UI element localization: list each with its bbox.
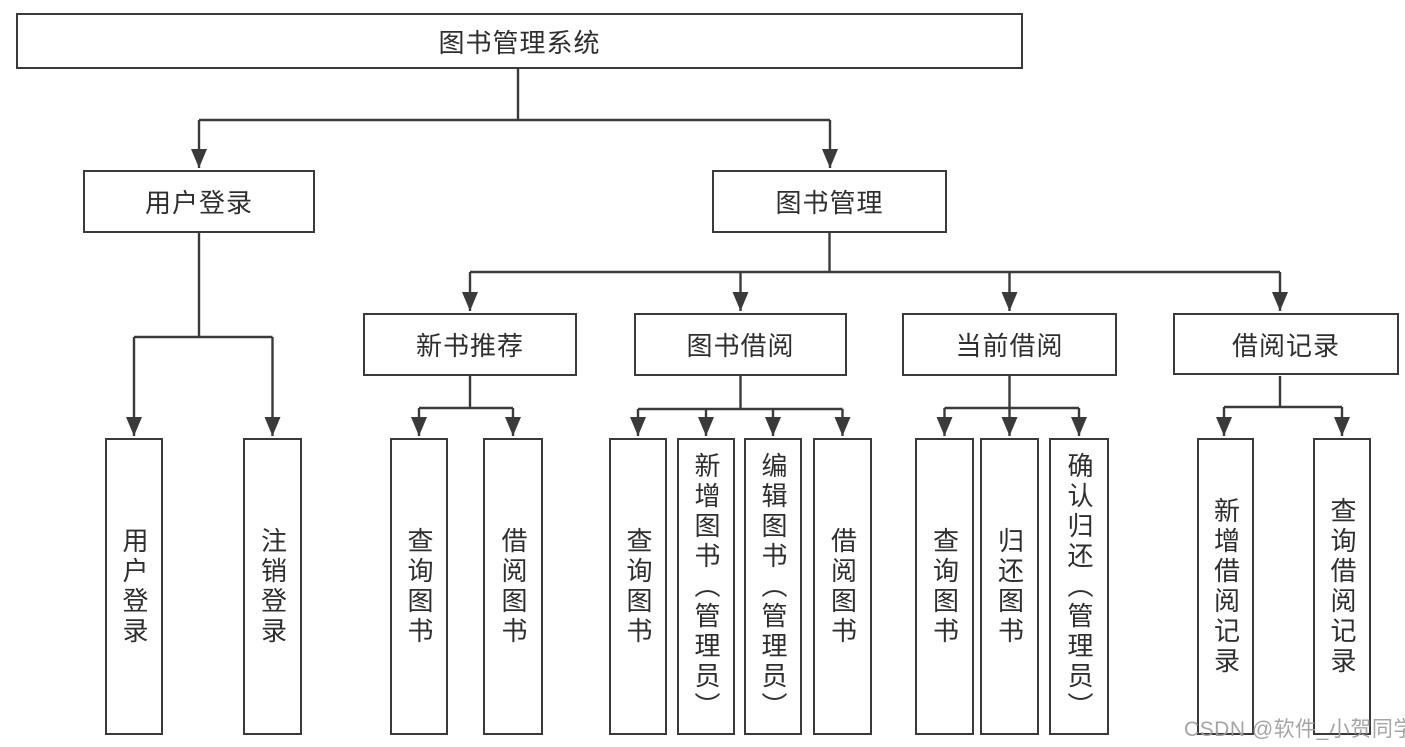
node-borrowing-records: 借阅记录	[1173, 313, 1399, 375]
leaf-label: 确认归还（管理员）	[1064, 451, 1094, 722]
leaf-label: 注销登录	[257, 526, 288, 647]
leaf-query-books-borrow: 查询图书	[609, 438, 667, 735]
leaf-label: 查询借阅记录	[1327, 496, 1357, 677]
node-current-borrowing: 当前借阅	[902, 313, 1117, 376]
leaf-query-borrow-record: 查询借阅记录	[1313, 438, 1371, 735]
node-label: 图书管理系统	[438, 27, 601, 58]
leaf-add-borrow-record: 新增借阅记录	[1197, 438, 1254, 735]
leaf-label: 新增图书（管理员）	[691, 451, 721, 722]
leaf-label: 用户登录	[119, 526, 149, 647]
watermark-text: CSDN @软件_小贺同学	[1184, 718, 1405, 741]
node-label: 图书借阅	[686, 331, 795, 361]
leaf-borrow-books-recommend: 借阅图书	[483, 438, 543, 735]
connector-borrow-record-group	[1216, 376, 1350, 436]
leaf-label: 查询图书	[623, 526, 653, 647]
node-label: 新书推荐	[415, 331, 524, 361]
leaf-label: 查询图书	[929, 526, 960, 647]
node-library-management-system: 图书管理系统	[16, 13, 1023, 69]
leaf-edit-books-admin: 编辑图书（管理员）	[744, 438, 802, 735]
leaf-logout: 注销登录	[243, 438, 302, 735]
leaf-user-login: 用户登录	[105, 438, 163, 735]
leaf-return-books: 归还图书	[980, 438, 1039, 735]
leaf-add-books-admin: 新增图书（管理员）	[677, 438, 735, 735]
connector-user-login-group	[126, 233, 281, 436]
leaf-label: 借阅图书	[827, 526, 858, 647]
leaf-label: 编辑图书（管理员）	[758, 451, 788, 722]
leaf-confirm-return-admin: 确认归还（管理员）	[1049, 438, 1109, 735]
node-label: 图书管理	[775, 188, 884, 218]
connector-current-borrow-group	[936, 376, 1087, 436]
connector-book-management-group	[462, 233, 1288, 311]
node-label: 用户登录	[144, 188, 253, 218]
node-new-book-recommendation: 新书推荐	[363, 313, 577, 376]
node-book-borrowing: 图书借阅	[634, 313, 847, 376]
node-label: 借阅记录	[1231, 330, 1340, 361]
connector-new-book-group	[411, 376, 521, 436]
watermark: CSDN @软件_小贺同学	[1184, 713, 1405, 743]
leaf-label: 新增借阅记录	[1210, 496, 1241, 677]
leaf-label: 归还图书	[994, 526, 1025, 647]
leaf-query-books-current: 查询图书	[915, 438, 974, 735]
leaf-borrow-books: 借阅图书	[813, 438, 872, 735]
node-book-management: 图书管理	[712, 170, 947, 233]
connector-book-borrow-group	[630, 376, 851, 436]
leaf-label: 借阅图书	[498, 526, 528, 647]
node-label: 当前借阅	[955, 331, 1064, 361]
leaf-label: 查询图书	[404, 526, 434, 647]
node-user-login: 用户登录	[83, 170, 315, 233]
connector-root-group	[191, 69, 838, 168]
leaf-query-books-recommend: 查询图书	[390, 438, 448, 735]
